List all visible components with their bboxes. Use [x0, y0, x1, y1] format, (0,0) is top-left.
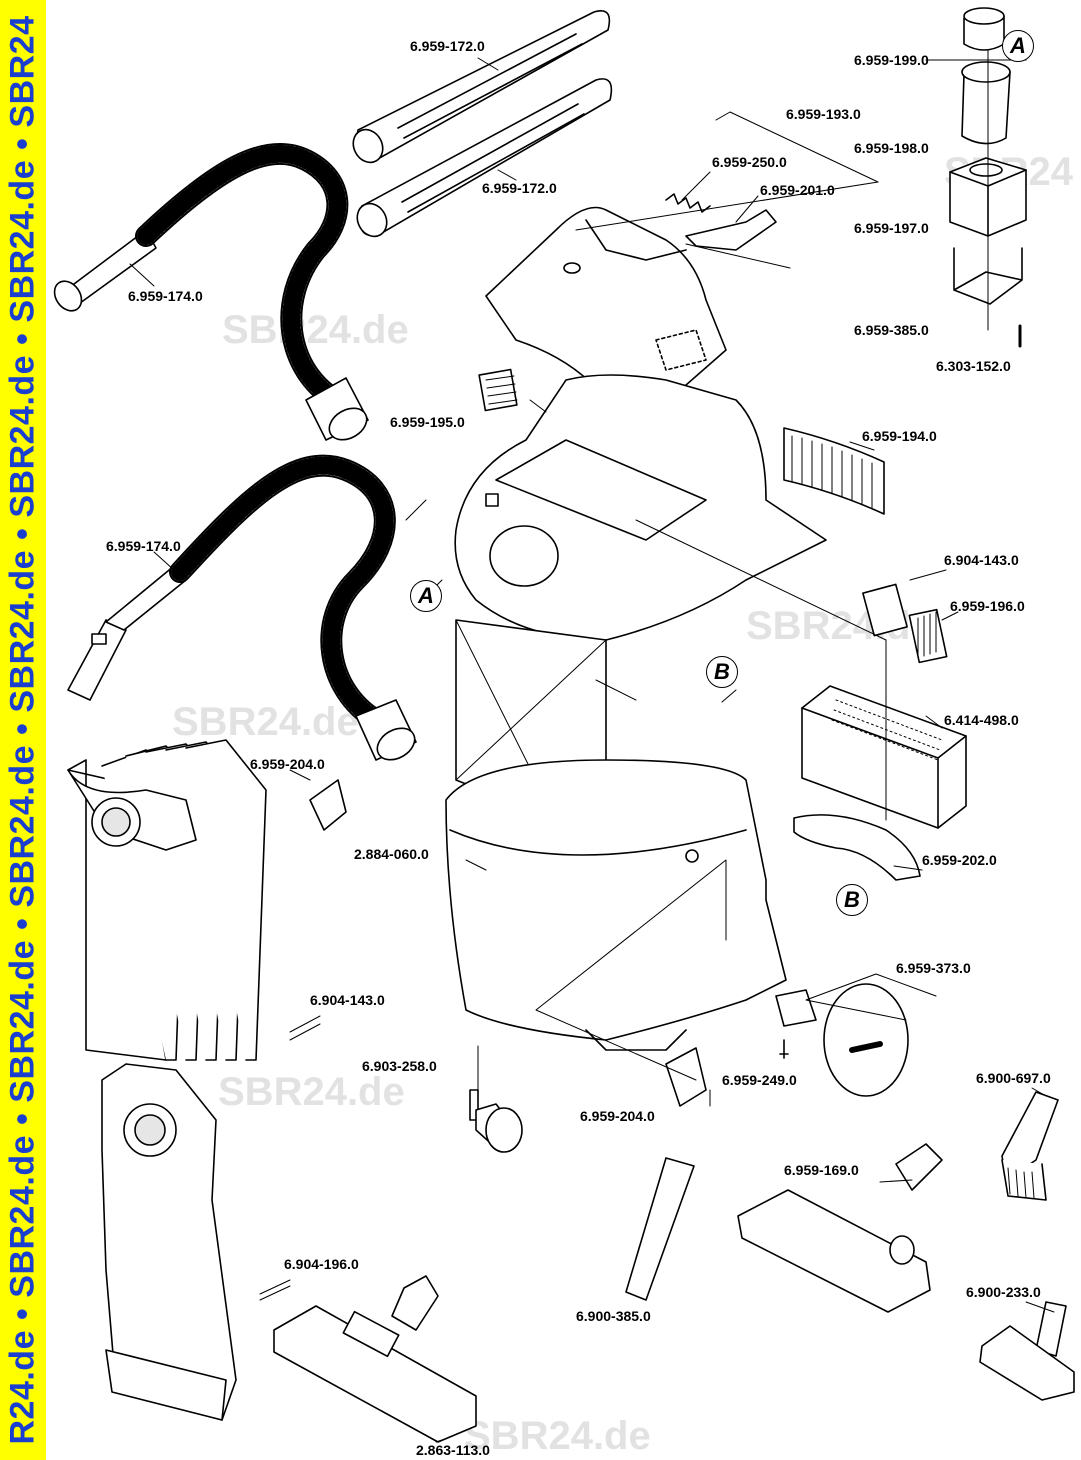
- part-label: 6.959-204.0: [250, 756, 325, 772]
- diagram-drawing: [53, 7, 1075, 1443]
- bracket-illustration: [953, 247, 1023, 305]
- brush-illustration: [1001, 1091, 1059, 1201]
- part-label: 6.959-385.0: [854, 322, 929, 338]
- part-label: 6.959-193.0: [786, 106, 861, 122]
- pad-illustration: [862, 583, 908, 637]
- exploded-diagram: SBR24.de SBR24.de SBR24.de SBR24.de SBR2…: [46, 0, 1081, 1460]
- screw-illustration: [779, 1039, 789, 1059]
- marker-b: B: [706, 656, 738, 688]
- watermark: SBR24.de: [464, 1414, 651, 1458]
- marker-a: A: [1002, 30, 1034, 62]
- part-label: 6.959-172.0: [410, 38, 485, 54]
- cartridge-filter-illustration: [801, 685, 967, 829]
- part-label: 6.959-373.0: [896, 960, 971, 976]
- part-label: 6.959-169.0: [784, 1162, 859, 1178]
- wheel-illustration: [775, 983, 909, 1097]
- part-label: 6.959-194.0: [862, 428, 937, 444]
- upholstery-nozzle-illustration: [979, 1301, 1075, 1401]
- part-label: 6.959-198.0: [854, 140, 929, 156]
- sidebar-watermark-text: R24.de • SBR24.de • SBR24.de • SBR24.de …: [3, 15, 42, 1445]
- part-label: 6.959-196.0: [950, 598, 1025, 614]
- part-label: 6.959-174.0: [128, 288, 203, 304]
- single-bag-illustration: [101, 1063, 237, 1421]
- watermark: SBR24.de: [222, 308, 409, 352]
- part-label: 6.414-498.0: [944, 712, 1019, 728]
- part-label: 6.959-202.0: [922, 852, 997, 868]
- brand-sidebar: R24.de • SBR24.de • SBR24.de • SBR24.de …: [0, 0, 46, 1460]
- watermark: SBR24.de: [172, 700, 359, 744]
- caster-illustration: [469, 1089, 523, 1153]
- hose-illustration: [53, 142, 369, 441]
- floor-nozzle-illustration: [737, 1143, 943, 1313]
- filter-cover-illustration: [485, 206, 727, 421]
- handle-illustration: [793, 814, 921, 881]
- part-label: 6.959-195.0: [390, 414, 465, 430]
- sleeve-illustration: [961, 61, 1011, 145]
- dust-bags-illustration: [67, 739, 267, 1061]
- part-label: 6.903-258.0: [362, 1058, 437, 1074]
- crevice-nozzle-illustration: [625, 1157, 695, 1301]
- hose-illustration: [67, 454, 417, 761]
- vacuum-head-illustration: [454, 374, 827, 641]
- part-label: 6.959-250.0: [712, 154, 787, 170]
- part-label: 6.900-233.0: [966, 1284, 1041, 1300]
- part-label: 2.863-113.0: [416, 1442, 490, 1458]
- part-label: 6.959-174.0: [106, 538, 181, 554]
- marker-b: B: [836, 884, 868, 916]
- part-label: 2.884-060.0: [354, 846, 429, 862]
- part-label: 6.959-249.0: [722, 1072, 797, 1088]
- part-label: 6.904-143.0: [944, 552, 1019, 568]
- floor-nozzle-illustration: [273, 1275, 477, 1443]
- marker-a: A: [410, 580, 442, 612]
- tube-illustration: [352, 10, 613, 238]
- part-label: 6.959-197.0: [854, 220, 929, 236]
- latch-illustration: [309, 779, 347, 831]
- part-label: 6.900-385.0: [576, 1308, 651, 1324]
- grille-illustration: [478, 368, 518, 412]
- part-label: 6.959-199.0: [854, 52, 929, 68]
- foam-filter-illustration: [783, 427, 885, 515]
- part-label: 6.900-697.0: [976, 1070, 1051, 1086]
- latch-illustration: [665, 1047, 707, 1107]
- part-label: 6.904-143.0: [310, 992, 385, 1008]
- part-label: 6.904-196.0: [284, 1256, 359, 1272]
- cap-illustration: [963, 7, 1005, 51]
- clip-illustration: [685, 209, 777, 251]
- container-illustration: [445, 759, 787, 1051]
- part-label: 6.959-204.0: [580, 1108, 655, 1124]
- part-label: 6.303-152.0: [936, 358, 1011, 374]
- watermark: SBR24.de: [218, 1070, 405, 1114]
- grille-illustration: [908, 608, 948, 664]
- part-label: 6.959-172.0: [482, 180, 557, 196]
- part-label: 6.959-201.0: [760, 182, 835, 198]
